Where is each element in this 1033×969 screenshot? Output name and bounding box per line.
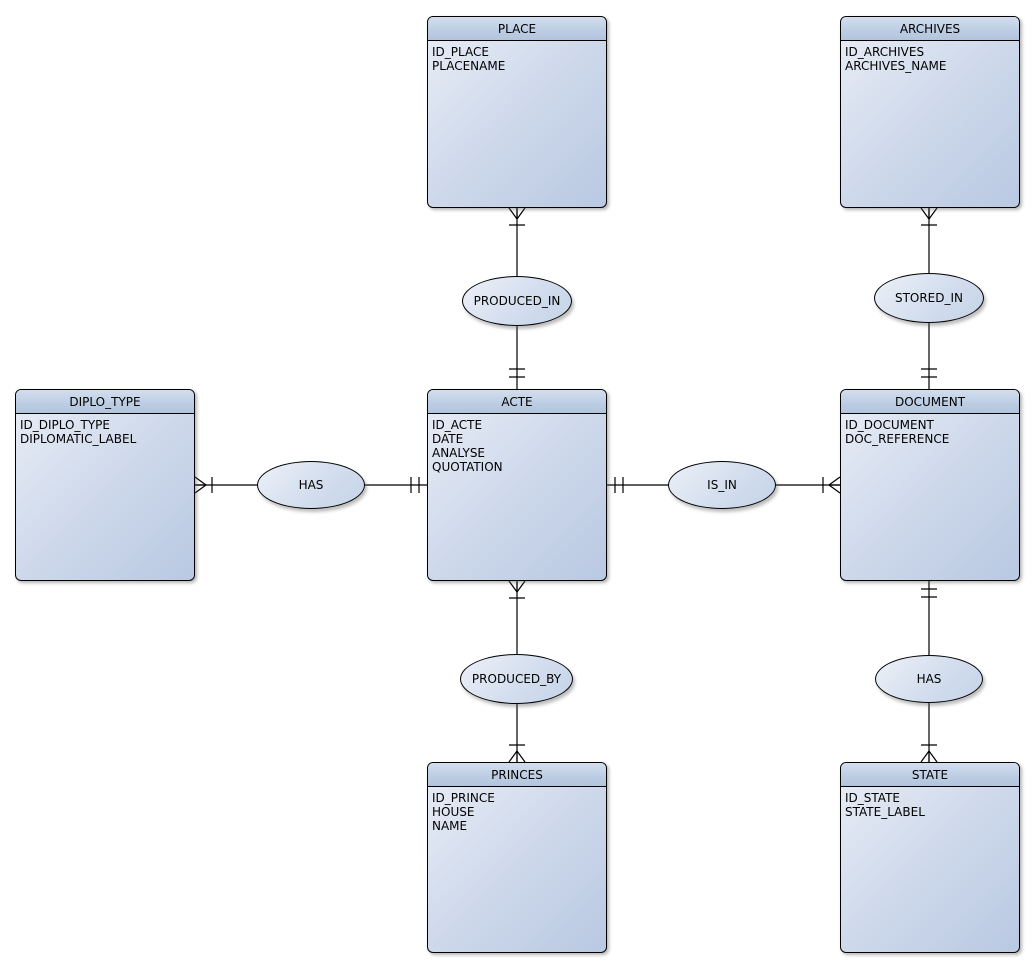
cardinality-diplotype-many-icon [194, 476, 213, 494]
attribute: NAME [432, 819, 468, 833]
entity-princes-title: PRINCES [428, 763, 606, 787]
cardinality-acte-bottom-many-icon [508, 580, 526, 599]
cardinality-document-top-one-icon [921, 368, 937, 378]
entity-state-title: STATE [841, 763, 1019, 787]
relationship-stored-in[interactable]: STORED_IN [874, 273, 984, 323]
attribute: ID_STATE [845, 791, 900, 805]
entity-document[interactable]: DOCUMENT ID_DOCUMENT DOC_REFERENCE [840, 389, 1020, 581]
attribute: DOC_REFERENCE [845, 432, 950, 446]
entity-place-attributes: ID_PLACE PLACENAME [428, 41, 606, 73]
attribute: ID_DIPLO_TYPE [20, 418, 110, 432]
relationship-has-diplo-type-label: HAS [298, 478, 324, 492]
attribute: STATE_LABEL [845, 805, 925, 819]
entity-archives-title: ARCHIVES [841, 17, 1019, 41]
relationship-produced-by[interactable]: PRODUCED_BY [460, 654, 573, 704]
attribute: ID_ACTE [432, 418, 483, 432]
cardinality-acte-left-one-icon [410, 477, 420, 493]
attribute: ANALYSE [432, 446, 486, 460]
entity-document-title: DOCUMENT [841, 390, 1019, 414]
cardinality-document-many-icon [822, 476, 841, 494]
entity-state-attributes: ID_STATE STATE_LABEL [841, 787, 1019, 819]
cardinality-place-many-icon [508, 207, 526, 226]
entity-place-title: PLACE [428, 17, 606, 41]
relationship-produced-by-label: PRODUCED_BY [471, 672, 562, 686]
entity-archives-attributes: ID_ARCHIVES ARCHIVES_NAME [841, 41, 1019, 73]
entity-diplo-type[interactable]: DIPLO_TYPE ID_DIPLO_TYPE DIPLOMATIC_LABE… [15, 389, 195, 581]
cardinality-archives-many-icon [920, 207, 938, 226]
relationship-has-diplo-type[interactable]: HAS [257, 461, 365, 509]
attribute: QUOTATION [432, 460, 503, 474]
attribute: ARCHIVES_NAME [845, 59, 947, 73]
cardinality-state-many-icon [920, 744, 938, 763]
entity-princes-attributes: ID_PRINCE HOUSE NAME [428, 787, 606, 833]
entity-princes[interactable]: PRINCES ID_PRINCE HOUSE NAME [427, 762, 607, 953]
entity-diplo-type-title: DIPLO_TYPE [16, 390, 194, 414]
entity-diplo-type-attributes: ID_DIPLO_TYPE DIPLOMATIC_LABEL [16, 414, 194, 446]
attribute: ID_PLACE [432, 45, 489, 59]
attribute: DATE [432, 432, 464, 446]
cardinality-acte-right-one-icon [614, 477, 624, 493]
relationship-is-in-label: IS_IN [707, 478, 737, 492]
entity-acte-title: ACTE [428, 390, 606, 414]
attribute: DIPLOMATIC_LABEL [20, 432, 137, 446]
attribute: HOUSE [432, 805, 475, 819]
relationship-produced-in-label: PRODUCED_IN [473, 294, 561, 308]
cardinality-document-bottom-one-icon [921, 588, 937, 598]
attribute: PLACENAME [432, 59, 506, 73]
relationship-has-state-label: HAS [916, 672, 942, 686]
attribute: ID_DOCUMENT [845, 418, 934, 432]
entity-document-attributes: ID_DOCUMENT DOC_REFERENCE [841, 414, 1019, 446]
relationship-produced-in[interactable]: PRODUCED_IN [462, 276, 572, 326]
relationship-is-in[interactable]: IS_IN [668, 461, 776, 509]
entity-place[interactable]: PLACE ID_PLACE PLACENAME [427, 16, 607, 208]
cardinality-acte-top-one-icon [509, 368, 525, 378]
cardinality-princes-many-icon [508, 744, 526, 763]
attribute: ID_PRINCE [432, 791, 495, 805]
relationship-has-state[interactable]: HAS [875, 655, 983, 703]
attribute: ID_ARCHIVES [845, 45, 925, 59]
relationship-stored-in-label: STORED_IN [894, 291, 964, 305]
entity-acte-attributes: ID_ACTE DATE ANALYSE QUOTATION [428, 414, 606, 474]
entity-archives[interactable]: ARCHIVES ID_ARCHIVES ARCHIVES_NAME [840, 16, 1020, 208]
entity-acte[interactable]: ACTE ID_ACTE DATE ANALYSE QUOTATION [427, 389, 607, 581]
entity-state[interactable]: STATE ID_STATE STATE_LABEL [840, 762, 1020, 953]
